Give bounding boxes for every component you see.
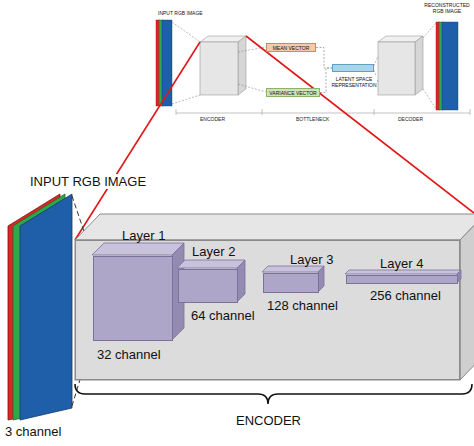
guide-line (423, 89, 436, 109)
image-stack: INPUT RGB IMAGE3 channel (8, 194, 72, 420)
node-label: Layer 1 (122, 228, 165, 243)
image-stack: INPUT RGB IMAGE (156, 20, 172, 106)
variance-vector-box: VARIANCE VECTOR (266, 88, 320, 97)
brace (75, 384, 472, 404)
node-sublabel: 3 channel (5, 424, 61, 439)
node-label: RECONSTRUCTED RGB IMAGE (424, 2, 470, 14)
node-sublabel: 64 channel (191, 308, 255, 323)
layer-cube-top (177, 260, 245, 268)
box-front-face (75, 240, 460, 380)
node-label: ENCODER (236, 413, 301, 428)
layer-cube: Layer 132 channel (93, 256, 173, 341)
node-label: VARIANCE VECTOR (269, 90, 316, 96)
guide-line (238, 84, 266, 92)
layer-cube-side (237, 260, 245, 302)
node-label: INPUT RGB IMAGE (30, 174, 146, 189)
decoder-cube-side (415, 36, 423, 95)
section-label: ENCODER (200, 116, 225, 122)
node-sublabel: 32 channel (97, 347, 161, 362)
guide-line (172, 22, 200, 42)
section-tick (470, 109, 471, 115)
guide-line (423, 23, 436, 38)
section-tick (176, 109, 177, 115)
section-label: BOTTLENECK (296, 116, 329, 122)
connector-line (316, 48, 332, 69)
layer-cube: Layer 4256 channel (346, 275, 458, 284)
image-stack: RECONSTRUCTED RGB IMAGE (436, 22, 458, 110)
node-label: Layer 4 (380, 256, 423, 271)
node-label: Layer 3 (290, 252, 333, 267)
node-label: INPUT RGB IMAGE (158, 10, 203, 16)
guide-line (374, 56, 378, 66)
layer-cube: Layer 264 channel (178, 269, 238, 303)
guide-line (172, 95, 200, 104)
box-side-face (460, 214, 474, 380)
node-sublabel: 128 channel (267, 298, 338, 313)
node-label: Layer 2 (192, 244, 235, 259)
layer-cube: Layer 3128 channel (263, 273, 319, 293)
blue-channel (20, 194, 72, 420)
node-label: LATENT SPACE REPRESENTATION (331, 76, 377, 88)
node-label: MEAN VECTOR (273, 45, 310, 51)
latent-vector-bar: LATENT SPACE REPRESENTATION (332, 64, 374, 72)
decoder-cube-front (378, 42, 415, 95)
encoder-block: Layer 132 channelLayer 264 channelLayer … (75, 240, 460, 380)
section-label: DECODER (398, 116, 423, 122)
zoom-line (246, 36, 474, 213)
section-tick (374, 109, 375, 115)
node-sublabel: 256 channel (370, 288, 441, 303)
section-tick (262, 109, 263, 115)
mean-vector-box: MEAN VECTOR (266, 43, 316, 52)
blue-channel (442, 22, 458, 110)
layer-cube-top (92, 243, 184, 255)
encoder-cube-front (200, 42, 238, 95)
section-bracket (176, 113, 470, 114)
zoom-line (75, 42, 200, 240)
